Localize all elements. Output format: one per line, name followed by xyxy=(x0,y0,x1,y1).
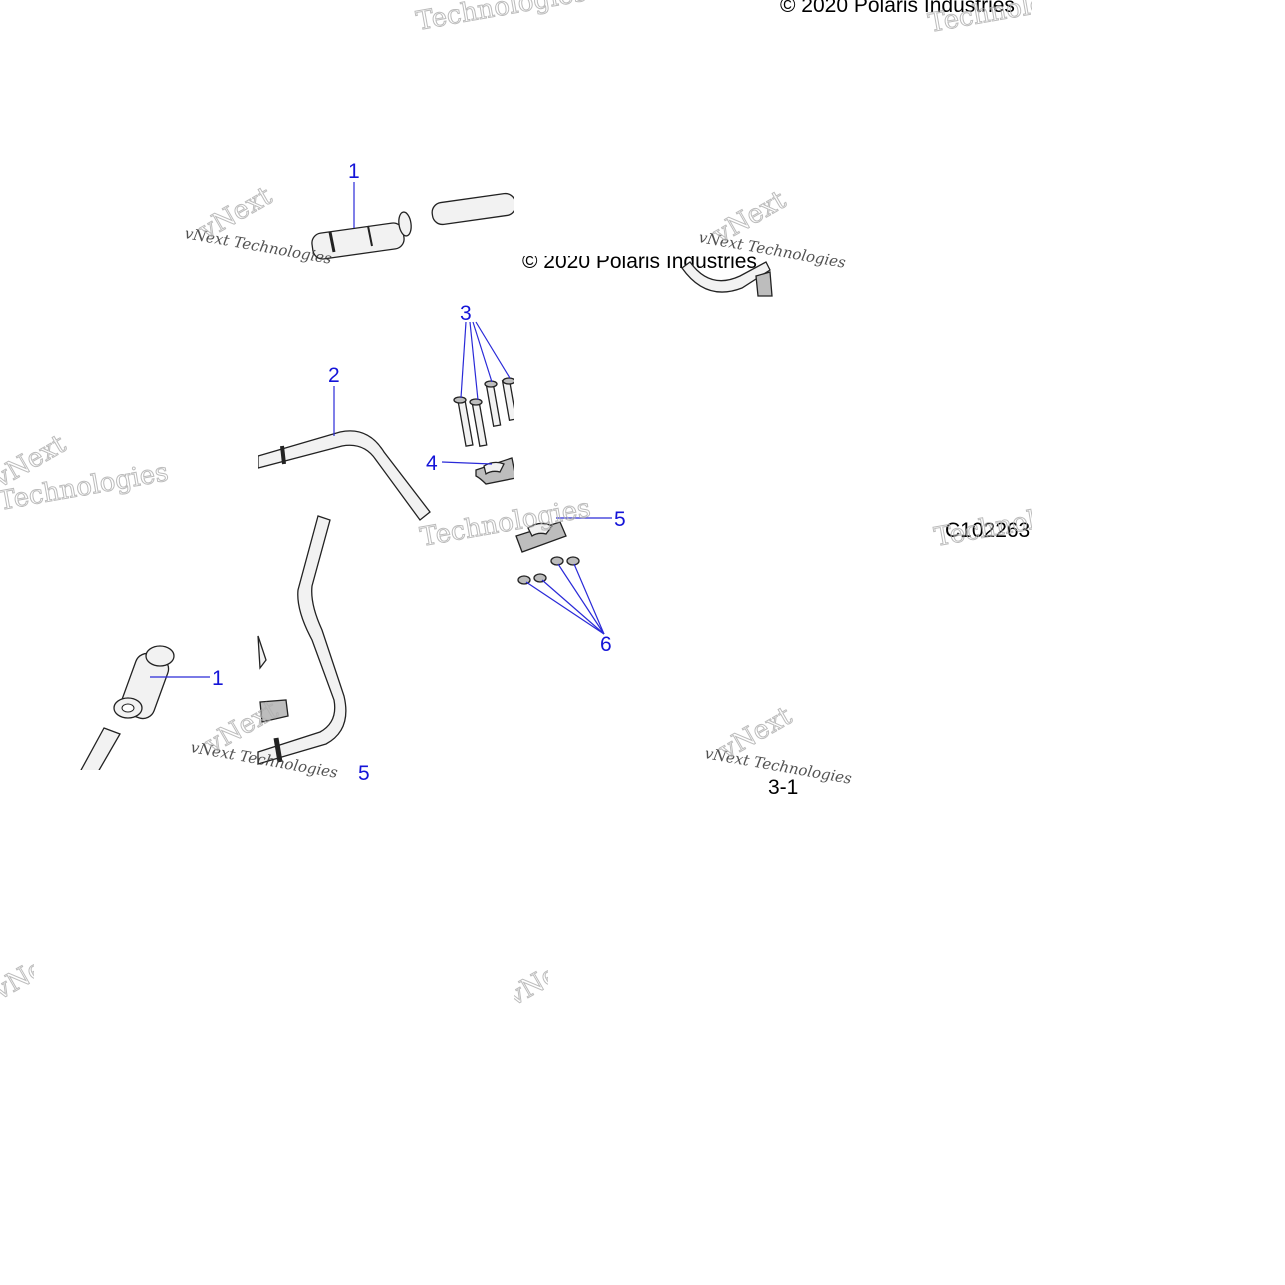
copyright-text: © 2020 Polaris Industries xyxy=(780,0,1015,17)
page-reference: 3-1 xyxy=(768,776,798,799)
mask-tile-5 xyxy=(34,770,258,1030)
mask-tile-9 xyxy=(0,1032,1285,1285)
callout-1-lower: 1 xyxy=(212,667,224,690)
mask-tile-7 xyxy=(258,800,514,1030)
hand-grip-top xyxy=(311,211,412,260)
callout-4: 4 xyxy=(426,452,438,475)
mask-tile-3 xyxy=(514,300,770,514)
callout-5: 5 xyxy=(614,508,626,531)
illustration-id: C102263 xyxy=(945,519,1030,542)
handlebar-end-tube-lower xyxy=(78,727,121,773)
callout-2: 2 xyxy=(328,364,340,387)
mask-tile-6 xyxy=(548,800,1285,1030)
mask-tile-8 xyxy=(1032,0,1285,800)
clamp-nuts xyxy=(517,556,580,585)
mask-tile-2 xyxy=(0,256,258,514)
callout-5-fragment: 5 xyxy=(358,762,370,785)
handlebar-clamp-lower xyxy=(515,521,567,553)
clamp-fragment-right xyxy=(755,271,773,297)
handlebar-bolts xyxy=(453,377,518,447)
clamp-fragment-left xyxy=(257,635,289,723)
handlebar-end-tube-top xyxy=(431,192,517,226)
hand-grip-lower xyxy=(113,645,175,720)
svg-text:Technologies: Technologies xyxy=(418,493,593,552)
handlebar-clamp-upper xyxy=(475,457,517,485)
callout-3: 3 xyxy=(460,302,472,325)
mask-tile-1 xyxy=(514,0,770,256)
callout-6: 6 xyxy=(600,633,612,656)
callout-1-top: 1 xyxy=(348,160,360,183)
